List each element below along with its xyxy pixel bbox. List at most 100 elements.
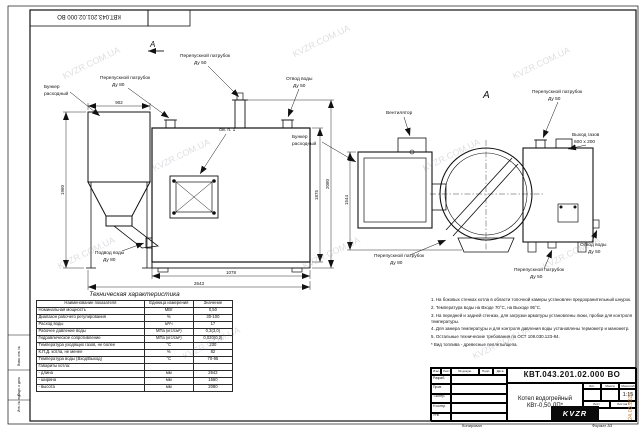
tb-scale-value: 1:15 (619, 389, 637, 401)
tech-table: Наименование показателя Единица измерени… (36, 299, 234, 392)
table-row: К.П.Д. котла, не менее%82 (36, 348, 234, 357)
tech-table-header-row: Наименование показателя Единица измерени… (36, 299, 234, 308)
tb-col-doc: № докум. (451, 368, 479, 375)
dim-2643: 2643 (194, 281, 205, 286)
tb-product-name: Котел водогрейный КВт-0,50 ДП* (507, 383, 583, 422)
corner-stamp (29, 9, 191, 27)
label-bypass50-bottom-line1: Перепускной патрубок (514, 266, 565, 273)
tb-sign-prov (451, 384, 507, 394)
section-view-leaders (321, 101, 598, 270)
tb-row-razrab: Разраб. (431, 375, 451, 385)
note-4: 4. Для замера температуры и для контроля… (431, 326, 630, 332)
section-view-labels: Вентилятор Бункер расходный Перепускной … (292, 88, 607, 280)
sheet-frame (7, 5, 639, 425)
tech-table-header-name: Наименование показателя (36, 299, 145, 308)
section-view-dimensions (347, 151, 462, 251)
tb-col-list: Лист (441, 368, 451, 375)
tb-row-utv: Утв. (431, 412, 451, 422)
tb-lit-header: Лит. (583, 383, 601, 389)
label-water-out-right-line2: Ду 50 (588, 249, 601, 255)
tb-product-name-line2: КВт-0,50 ДП* (526, 402, 564, 409)
tb-massa-value (601, 389, 619, 401)
tb-massa-header: Масса (601, 383, 619, 389)
label-bypass50-top-line2: Ду 50 (194, 60, 207, 66)
note-fuel-type: * Вид топлива - древесные пеллеты/щепа. (431, 341, 518, 347)
label-bunker-right-line1: Бункер (292, 134, 308, 140)
dim-1544: 1544 (344, 194, 349, 205)
label-gas-exit-line2: 600 х 200 (574, 139, 595, 145)
note-2: 2. Температура воды на Входе 70°С, на Вы… (431, 304, 542, 310)
tb-col-podp: Подп. (479, 368, 493, 375)
technical-notes: 1. На боковых стенках котла в области то… (431, 297, 633, 350)
tech-table-header-unit: Единица измерения (143, 299, 194, 308)
company-logo: KVZR (551, 406, 599, 420)
tech-table-header-value: Значение (192, 299, 234, 308)
section-cut-mark: А (148, 40, 164, 54)
section-view (357, 137, 600, 253)
title-block: Изм. Лист № докум. Подп. Дата Разраб. Пр… (430, 367, 637, 422)
front-view-dimension-texts: 902 1960 1875 2080 1078 2643 (60, 100, 330, 286)
note-1: 1. На боковых стенках котла в области то… (431, 297, 632, 302)
dim-1875: 1875 (314, 189, 319, 200)
margin-labels: Инв. № подл. Подп. и дата Взам. инв. № (17, 346, 21, 412)
tech-characteristics: Техническая характеристика Наименование … (36, 291, 234, 392)
label-bypass50-right-top-line2: Ду 50 (548, 96, 561, 102)
tb-row-tkontr: Т.контр. (431, 393, 451, 404)
tb-col-izm: Изм. (431, 368, 441, 375)
label-fan: Вентилятор (386, 110, 413, 116)
section-letter: А (149, 40, 155, 49)
label-bypass50-right-top-line1: Перепускной патрубок (532, 88, 583, 95)
tb-masshtab-header: Масштаб (619, 383, 637, 389)
tech-table-title: Техническая характеристика (89, 291, 180, 298)
tb-product-name-line1: Котел водогрейный (517, 395, 573, 402)
label-bypass50-top-line1: Перепускной патрубок (180, 52, 231, 59)
label-bunker-right-line2: расходный (292, 140, 317, 147)
table-row: Диапазон рабочего регулирования%30-100 (36, 313, 234, 322)
tb-col-data: Дата (493, 368, 507, 375)
front-view-labels: Бункер расходный Перепускной патрубок Ду… (44, 52, 313, 263)
tb-doc-number: КВТ.043.201.02.000 ВО (507, 368, 637, 383)
label-bypass80-bottom-line1: Перепускной патрубок (374, 252, 425, 259)
dim-902: 902 (115, 100, 123, 105)
label-water-in-line2: Ду 80 (103, 257, 116, 263)
label-water-out-top-line1: Отвод воды (286, 76, 313, 82)
tb-sheets-label: Листов 1 (610, 401, 637, 408)
label-bunker-line2: расходный (44, 90, 69, 97)
tb-row-prov: Пров. (431, 384, 451, 394)
label-bypass80-top-line2: Ду 80 (112, 82, 125, 88)
front-view (86, 92, 311, 273)
label-bypass80-bottom-line2: Ду 80 (390, 260, 403, 266)
dim-1960: 1960 (60, 184, 65, 195)
footer-copied-label: Копировал (462, 423, 483, 428)
label-bunker-line1: Бункер (44, 84, 60, 90)
tb-sign-nkontr (451, 403, 507, 413)
tb-sign-utv (451, 412, 507, 422)
table-row: Габариты котла: (36, 362, 234, 371)
section-view-letter: А (482, 90, 490, 101)
tb-lit-value (583, 389, 601, 401)
label-water-out-top-line2: Ду 50 (293, 83, 306, 89)
front-view-leaders (69, 65, 300, 252)
tb-row-nkontr: Н.контр. (431, 403, 451, 413)
label-bypass80-top-line1: Перепускной патрубок (100, 74, 151, 81)
label-gas-exit-line1: Выход газов (572, 132, 600, 138)
margin-label-inv: Инв. № подл. (17, 392, 21, 412)
tb-sign-tkontr (451, 393, 507, 404)
margin-label-vzam: Взам. инв. № (17, 346, 21, 366)
label-water-in-line1: Подвод воды (95, 250, 125, 256)
corner-stamp-docnumber: КВТ.043.201.02.000 ВО (57, 13, 121, 19)
date-stamp: 24.03.2021 (628, 392, 634, 420)
front-view-dimensions (63, 99, 334, 290)
label-see-item: см. п. 1 (219, 127, 236, 133)
